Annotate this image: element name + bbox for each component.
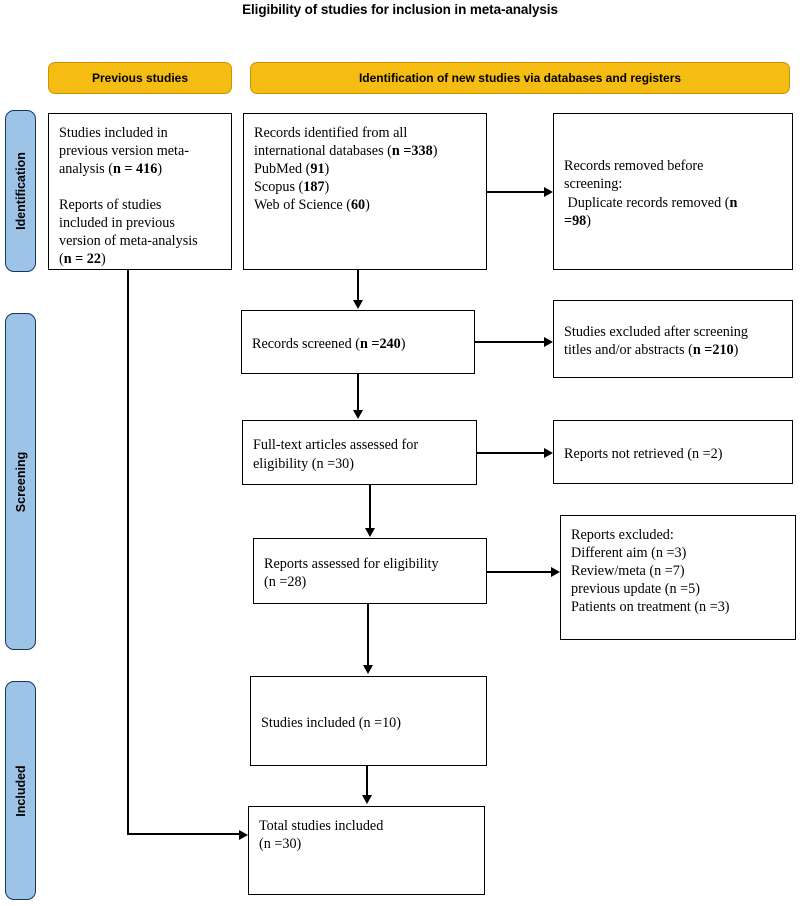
connector-identified-to-removed [487, 191, 544, 193]
reports-excluded-box: Reports excluded: Different aim (n =3)Rev… [560, 515, 796, 640]
connector-previous-elbow-vertical [127, 270, 129, 835]
arrowhead-included-to-total [361, 795, 372, 804]
node-text-line: (n =30) [259, 836, 302, 853]
arrowhead-identified-to-removed [544, 186, 553, 197]
phase-tab-label: Screening [13, 451, 28, 512]
connector-included-to-total [366, 766, 368, 796]
node-text-line: Studies included (n =10) [261, 714, 402, 731]
node-text-line: Studies excluded after screening [564, 323, 748, 340]
connector-assessed-to-included [367, 604, 369, 666]
connector-assessed-to-excluded [487, 571, 551, 573]
node-text-line: Records identified from all [254, 125, 408, 141]
node-text-line: Reports not retrieved (n =2) [564, 445, 723, 462]
phase-tab-screening: Screening [5, 313, 36, 650]
node-text-line: eligibility (n =30) [253, 455, 354, 472]
page-title: Eligibility of studies for inclusion in … [242, 2, 558, 17]
node-text-line: version of meta-analysis [59, 233, 198, 250]
phase-tab-label: Included [13, 764, 28, 817]
connector-screened-to-excluded [475, 341, 544, 343]
records-screened-box: Records screened (n =240) [241, 310, 475, 374]
phase-tab-identification: Identification [5, 110, 36, 272]
node-text-line: (n =28) [264, 574, 307, 590]
stage-header-identification: Identification of new studies via databa… [250, 62, 790, 94]
total-studies-included-box: Total studies included (n =30) [248, 806, 485, 895]
reports-not-retrieved-box: Reports not retrieved (n =2) [553, 420, 793, 484]
reports-assessed-box: Reports assessed for eligibility (n =28) [253, 538, 487, 604]
arrowhead-fulltext-to-assessed [364, 528, 375, 537]
node-text-line: Reports of studies [59, 197, 162, 214]
studies-excluded-box: Studies excluded after screening titles a… [553, 300, 793, 378]
node-text-line: Duplicate records removed (n [564, 194, 738, 211]
connector-screened-to-fulltext [357, 374, 359, 411]
node-text-line: Full-text articles assessed for [253, 437, 419, 454]
connector-fulltext-to-assessed [369, 485, 371, 529]
node-text-line: PubMed (91) [254, 161, 330, 178]
node-text-line: international databases (n =338) [254, 143, 438, 160]
node-text-line: Different aim (n =3) [571, 545, 687, 562]
node-text-line: Records removed before [564, 158, 704, 175]
arrowhead-identified-to-screened [352, 300, 363, 309]
node-text-line: (n = 22) [59, 251, 106, 268]
node-text-line: Review/meta (n =7) [571, 563, 685, 580]
phase-tab-included: Included [5, 681, 36, 900]
stage-header-label: Previous studies [91, 71, 189, 85]
node-text-line: Patients on treatment (n =3) [571, 599, 730, 616]
arrowhead-screened-to-excluded [544, 336, 553, 347]
stage-header-previous-studies: Previous studies [48, 62, 232, 94]
phase-tab-label: Identification [13, 152, 28, 230]
node-text-line: Web of Science (60) [254, 197, 370, 214]
records-identified-box: Records identified from all international… [243, 113, 487, 270]
node-text-line: screening: [564, 176, 623, 193]
node-text-line: Scopus (187) [254, 179, 330, 196]
arrowhead-assessed-to-included [362, 665, 373, 674]
node-text-line: Studies included in [59, 125, 168, 141]
arrowhead-previous-to-total [239, 829, 248, 840]
node-text-line: titles and/or abstracts (n =210) [564, 342, 739, 358]
previous-studies-included-box: Studies included in previous version meta… [48, 113, 232, 270]
node-text-line: Reports excluded: [571, 527, 674, 543]
connector-identified-to-screened [357, 270, 359, 301]
node-text-line: previous version meta- [59, 143, 190, 160]
node-text-line: previous update (n =5) [571, 581, 700, 598]
node-text-line: =98) [564, 212, 592, 229]
node-text-line: Records screened (n =240) [252, 335, 406, 352]
arrowhead-fulltext-to-notretrieved [544, 447, 553, 458]
node-text-line: analysis (n = 416) [59, 161, 163, 178]
connector-fulltext-to-notretrieved [477, 452, 544, 454]
arrowhead-assessed-to-excluded [551, 566, 560, 577]
connector-previous-elbow-horizontal [127, 833, 239, 835]
studies-included-box: Studies included (n =10) [250, 676, 487, 766]
stage-header-label: Identification of new studies via databa… [358, 71, 682, 85]
node-text-line: Reports assessed for eligibility [264, 555, 439, 572]
arrowhead-screened-to-fulltext [352, 410, 363, 419]
node-text-line: Total studies included [259, 818, 384, 834]
node-text-line [59, 178, 222, 196]
node-text-line: included in previous [59, 215, 175, 232]
